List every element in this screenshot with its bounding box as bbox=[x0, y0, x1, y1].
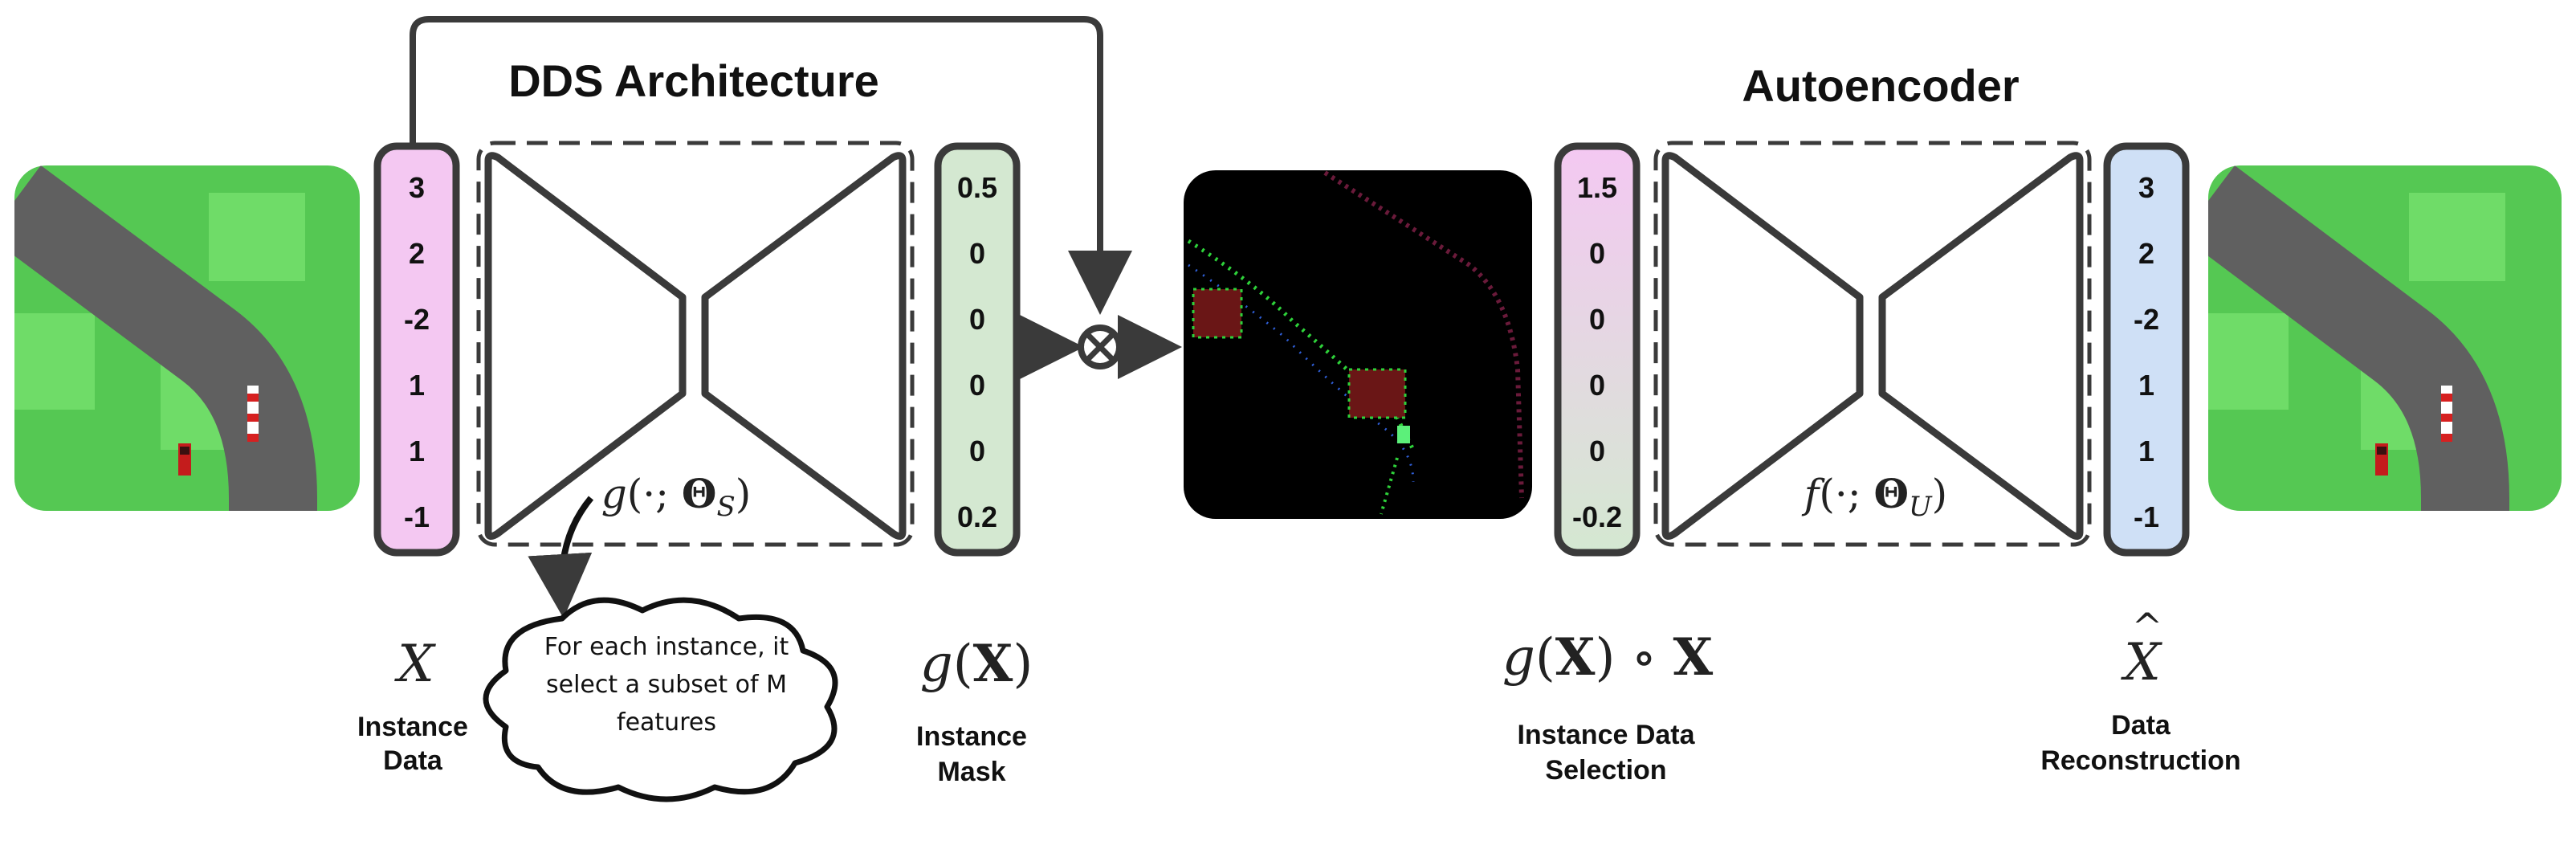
gx-symbol: g(X) bbox=[920, 634, 1033, 694]
output-value: 1 bbox=[2138, 369, 2154, 402]
bubble-line: select a subset of M bbox=[546, 671, 787, 699]
mask-value: 0 bbox=[969, 237, 985, 270]
input-value: -2 bbox=[404, 303, 430, 336]
bubble-line: features bbox=[617, 708, 716, 737]
dds-title: DDS Architecture bbox=[508, 55, 879, 106]
instance-data-label: Instance bbox=[357, 712, 468, 742]
mask-value: 0 bbox=[969, 303, 985, 336]
bubble-pointer-arrow bbox=[528, 496, 594, 618]
output-vector: 3 2 -2 1 1 -1 bbox=[2103, 142, 2190, 557]
x-symbol: X bbox=[393, 635, 436, 694]
autoencoder-title: Autoencoder bbox=[1742, 60, 2019, 111]
mask-value: 0 bbox=[969, 435, 985, 467]
selected-value: -0.2 bbox=[1572, 500, 1622, 533]
input-game-frame bbox=[14, 165, 360, 511]
selected-value: 0 bbox=[1589, 303, 1605, 336]
output-value: -2 bbox=[2134, 303, 2159, 336]
input-value: 2 bbox=[409, 237, 425, 270]
input-value: -1 bbox=[404, 500, 430, 533]
selected-value: 1.5 bbox=[1577, 171, 1617, 204]
data-reconstruction-label: Data bbox=[2111, 710, 2171, 741]
mask-value: 0.2 bbox=[957, 500, 997, 533]
instance-mask-caption: g(X) Instance Mask bbox=[916, 634, 1033, 787]
skip-connection-arrow bbox=[410, 16, 1132, 315]
instance-data-caption: X Instance Data bbox=[357, 635, 468, 776]
xhat-hat: ^ bbox=[2132, 605, 2163, 648]
instance-data-label: Data bbox=[383, 745, 443, 776]
selected-value: 0 bbox=[1589, 435, 1605, 467]
selected-vector: 1.5 0 0 0 0 -0.2 bbox=[1554, 142, 1641, 557]
output-value: 2 bbox=[2138, 237, 2154, 270]
thought-bubble: For each instance, it select a subset of… bbox=[483, 597, 838, 802]
elementwise-product-operator bbox=[1078, 325, 1123, 369]
input-value: 1 bbox=[409, 435, 425, 467]
gx-times-x-symbol: g(X) ∘ X bbox=[1502, 627, 1714, 688]
mask-value: 0.5 bbox=[957, 171, 997, 204]
data-reconstruction-label: Reconstruction bbox=[2040, 745, 2240, 776]
output-value: 1 bbox=[2138, 435, 2154, 467]
masked-game-frame bbox=[1184, 170, 1532, 519]
selected-value: 0 bbox=[1589, 369, 1605, 402]
reconstructed-game-frame bbox=[2208, 165, 2562, 511]
autoencoder-network: f(·; ΘU) bbox=[1653, 141, 2092, 547]
instance-selection-caption: g(X) ∘ X Instance Data Selection bbox=[1502, 627, 1714, 786]
xhat-symbol: X bbox=[2120, 633, 2162, 692]
autoencoder-function-label: f(·; ΘU) bbox=[1801, 470, 1947, 523]
instance-mask-label: Mask bbox=[937, 757, 1005, 787]
selector-function-label: g(·; ΘS) bbox=[601, 470, 752, 523]
instance-selection-label: Instance Data bbox=[1517, 720, 1695, 750]
instance-selection-label: Selection bbox=[1545, 755, 1666, 786]
output-value: -1 bbox=[2134, 500, 2159, 533]
instance-mask-label: Instance bbox=[916, 721, 1027, 752]
data-reconstruction-caption: X ^ Data Reconstruction bbox=[2040, 605, 2240, 776]
bubble-line: For each instance, it bbox=[544, 633, 789, 661]
input-vector: 3 2 -2 1 1 -1 bbox=[373, 142, 460, 557]
input-value: 1 bbox=[409, 369, 425, 402]
output-value: 3 bbox=[2138, 171, 2154, 204]
mask-value: 0 bbox=[969, 369, 985, 402]
input-value: 3 bbox=[409, 171, 425, 204]
selected-value: 0 bbox=[1589, 237, 1605, 270]
mask-vector: 0.5 0 0 0 0 0.2 bbox=[934, 142, 1021, 557]
selector-network: g(·; ΘS) bbox=[476, 141, 915, 547]
